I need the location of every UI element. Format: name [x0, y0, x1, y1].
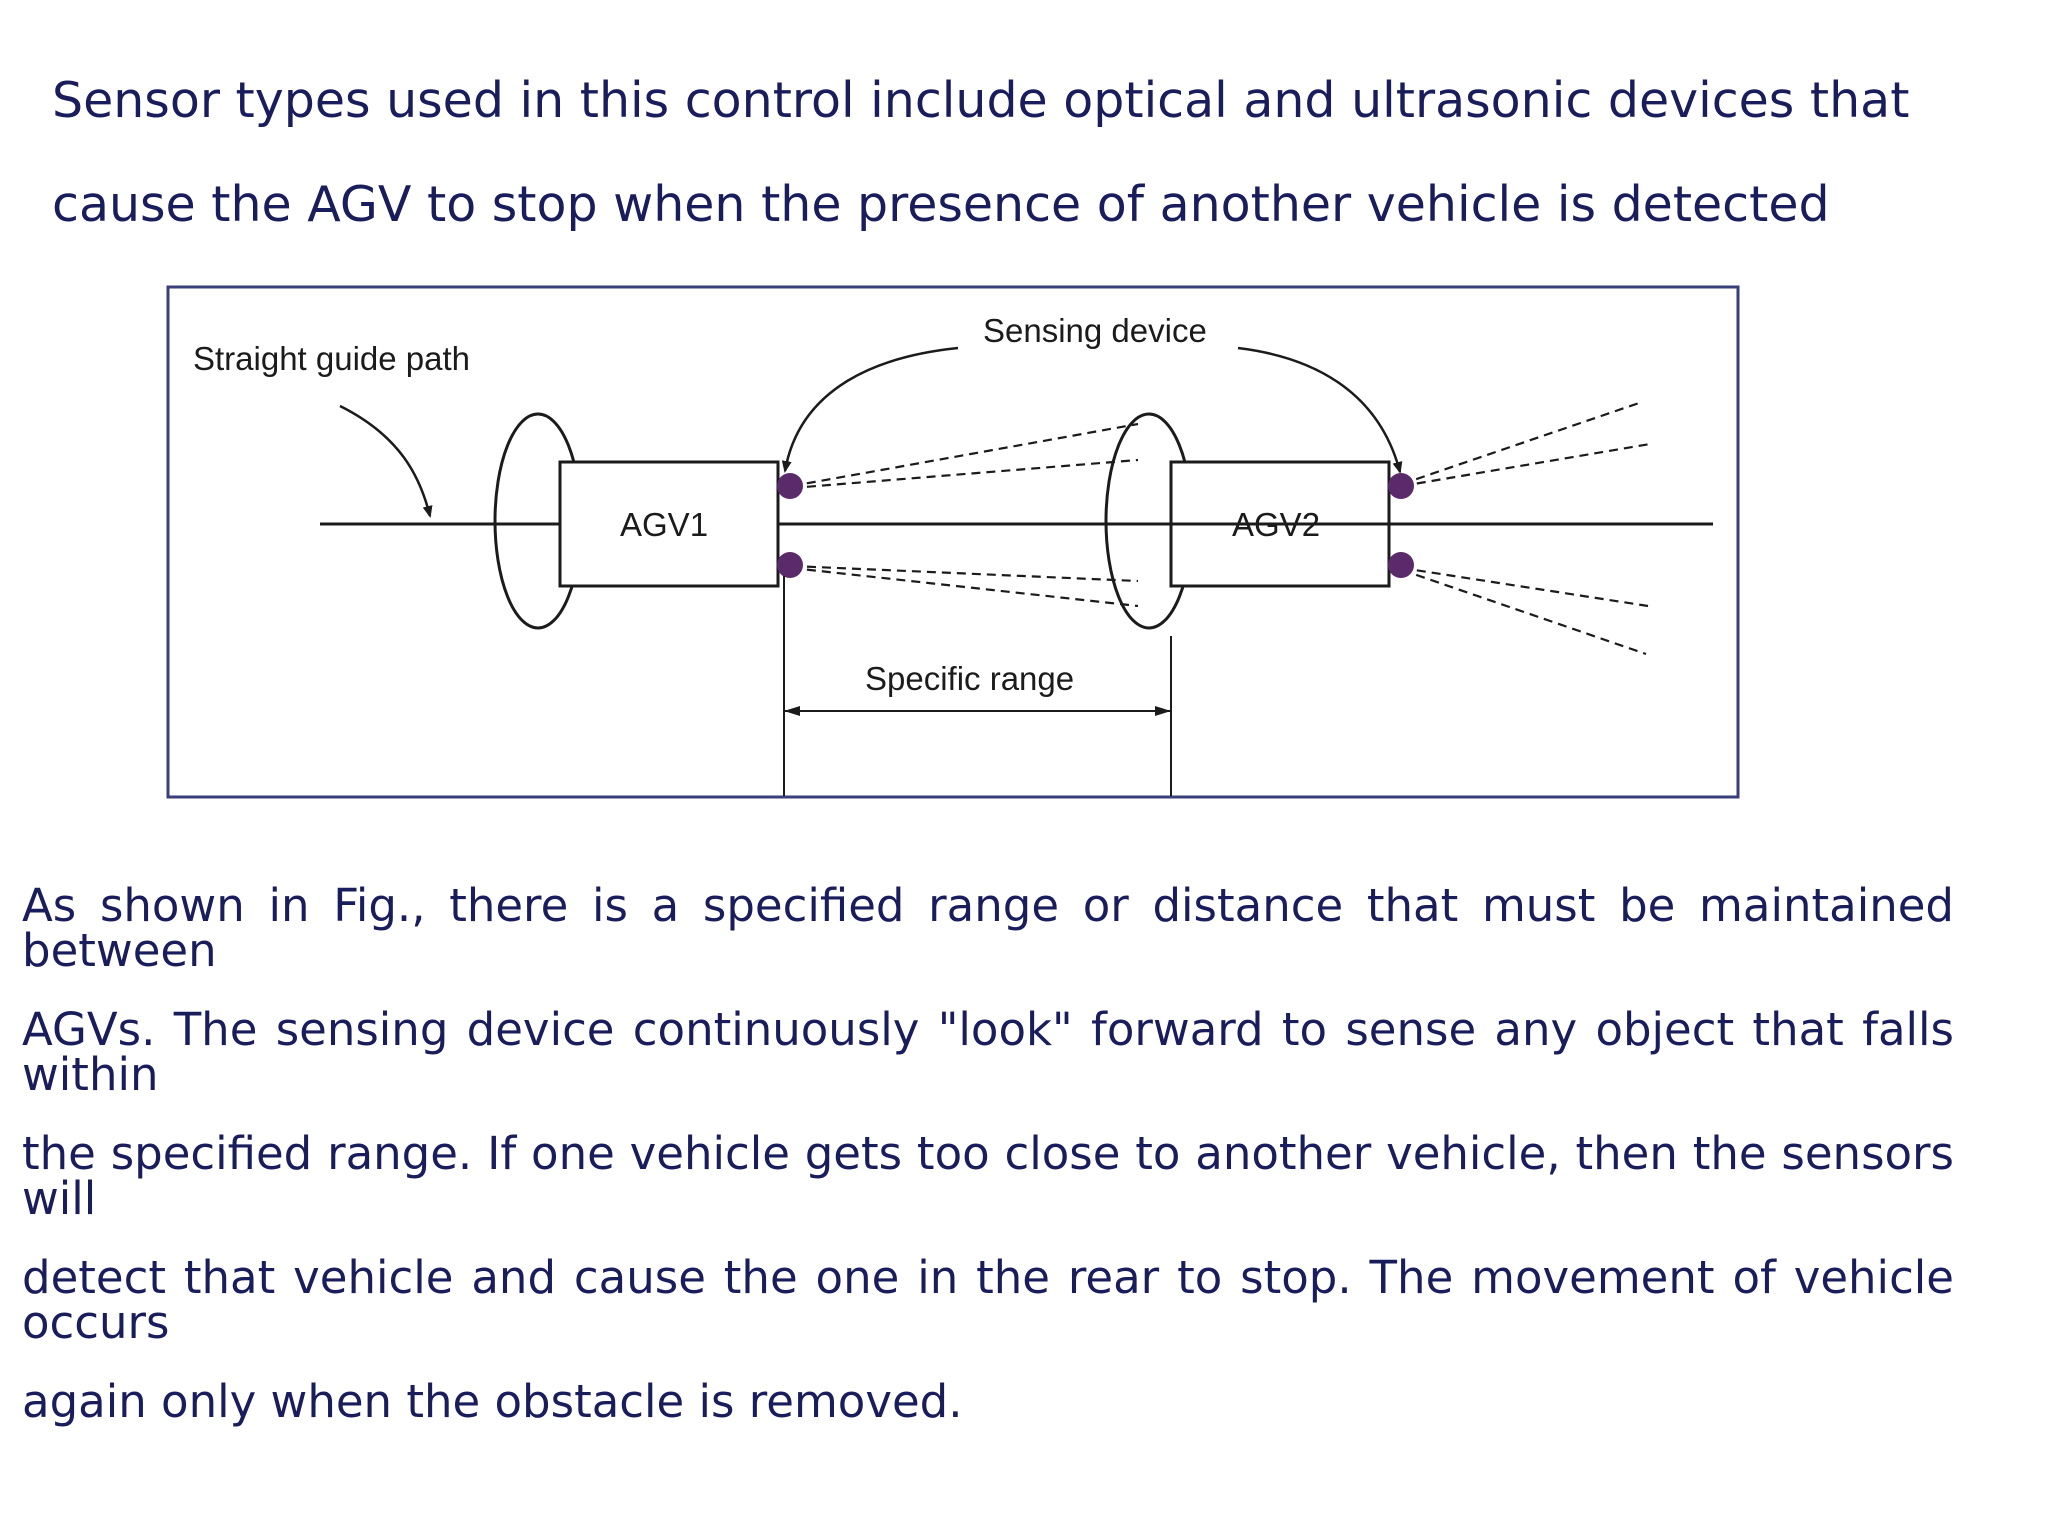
body-text-line-3: the specified range. If one vehicle gets…: [22, 1127, 1954, 1225]
agv1-box: [558, 460, 780, 588]
figure-drawing: [166, 285, 1740, 799]
agv1-front-lower-sensor: [777, 552, 803, 578]
body-text-line-5: again only when the obstacle is removed.: [22, 1375, 963, 1428]
specific-range-label: Specific range: [865, 660, 1075, 697]
sensing-device-label: Sensing device: [983, 312, 1207, 349]
guide-path-pointer-arrow: [339, 404, 433, 518]
straight-guide-path-label: Straight guide path: [193, 340, 471, 377]
agv2-sensing-beams: [1401, 400, 1651, 656]
sensing-device-arrow-right: [1237, 346, 1403, 474]
figure-frame: [166, 285, 1740, 799]
agv1-label: AGV1: [620, 506, 709, 543]
body-text-line-2: AGVs. The sensing device continuously "l…: [22, 1003, 1954, 1101]
intro-text-line-2: cause the AGV to stop when the presence …: [52, 176, 1830, 233]
agv2-front-lower-sensor: [1388, 552, 1414, 578]
agv1-front-upper-sensor: [777, 473, 803, 499]
sensing-device-arrow-left: [781, 346, 959, 473]
intro-text-line-1: Sensor types used in this control includ…: [52, 72, 1910, 129]
agv2-label: AGV2: [1232, 506, 1321, 543]
body-text-line-1: As shown in Fig., there is a specified r…: [22, 879, 1954, 977]
agv-sensing-figure: Straight guide path Sensing device AGV1 …: [160, 276, 1760, 824]
agv2-front-upper-sensor: [1388, 473, 1414, 499]
agv1-sensing-beams: [791, 422, 1139, 608]
body-text-line-4: detect that vehicle and cause the one in…: [22, 1251, 1954, 1349]
